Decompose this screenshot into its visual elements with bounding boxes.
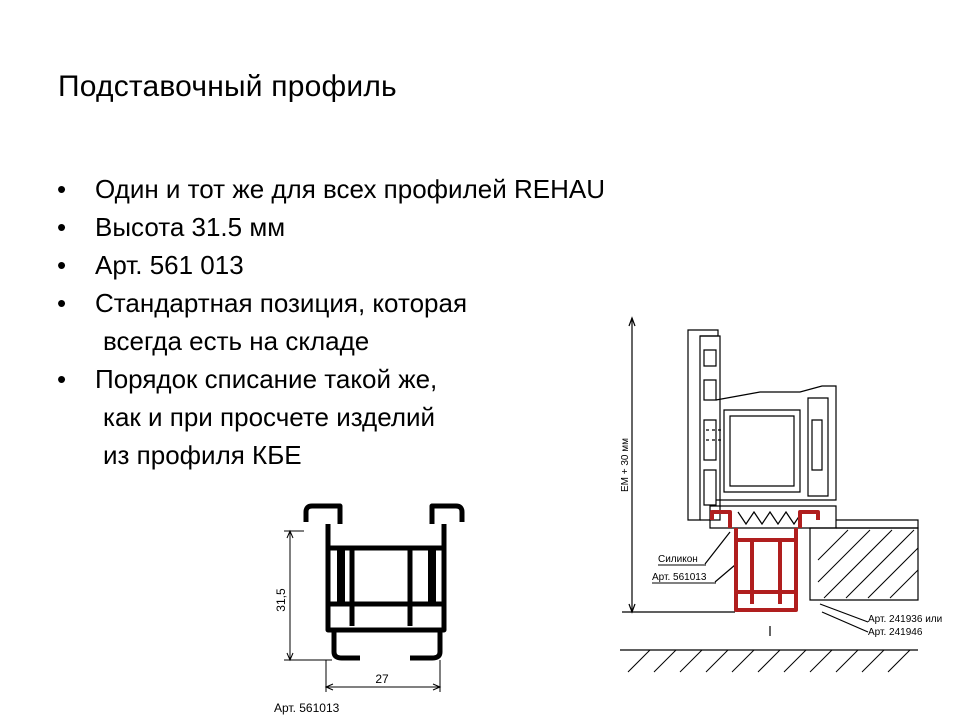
silicone-label: Силикон [658, 554, 698, 565]
slide-title: Подставочный профиль [58, 70, 397, 103]
bullet-text-continuation: как и при просчете изделий [103, 402, 436, 432]
width-dimension-label: 27 [375, 672, 389, 686]
bullet-text: Стандартная позиция, которая [95, 288, 468, 318]
bullet-item: • Один и тот же для всех профилей REHAU [55, 170, 605, 208]
bullet-text-continuation: всегда есть на складе [103, 326, 370, 356]
bullet-text-continuation: из профиля КБЕ [103, 440, 302, 470]
article-option-label-1: Арт. 241936 или [868, 614, 942, 625]
profile-cross-section-drawing: 31,5 27 Арт. 561013 [274, 503, 465, 715]
vertical-dimension-label: EM + 30 мм [620, 438, 631, 492]
bullet-marker: • [57, 250, 67, 280]
bullet-marker: • [57, 174, 67, 204]
installation-section-drawing: EM + 30 мм Силикон Арт. 561013 Арт. 2419… [620, 316, 942, 673]
article-label: Арт. 561013 [652, 572, 707, 583]
drawing-caption: Арт. 561013 [274, 701, 340, 715]
bullet-text: Высота 31.5 мм [95, 212, 286, 242]
height-dimension-label: 31,5 [274, 588, 288, 612]
bullet-text: Арт. 561 013 [95, 250, 244, 280]
bullet-text: Один и тот же для всех профилей REHAU [95, 174, 605, 204]
bullet-item: • Порядок списание такой же, как и при п… [55, 360, 605, 474]
bullet-marker: • [57, 212, 67, 242]
bullet-marker: • [57, 364, 67, 394]
bullet-item: • Арт. 561 013 [55, 246, 605, 284]
bullet-list: • Один и тот же для всех профилей REHAU … [55, 170, 605, 474]
bullet-marker: • [57, 288, 67, 318]
bullet-text: Порядок списание такой же, [95, 364, 438, 394]
article-option-label-2: Арт. 241946 [868, 627, 923, 638]
bullet-item: • Высота 31.5 мм [55, 208, 605, 246]
bullet-item: • Стандартная позиция, которая всегда ес… [55, 284, 605, 360]
highlighted-base-profile [710, 510, 820, 612]
